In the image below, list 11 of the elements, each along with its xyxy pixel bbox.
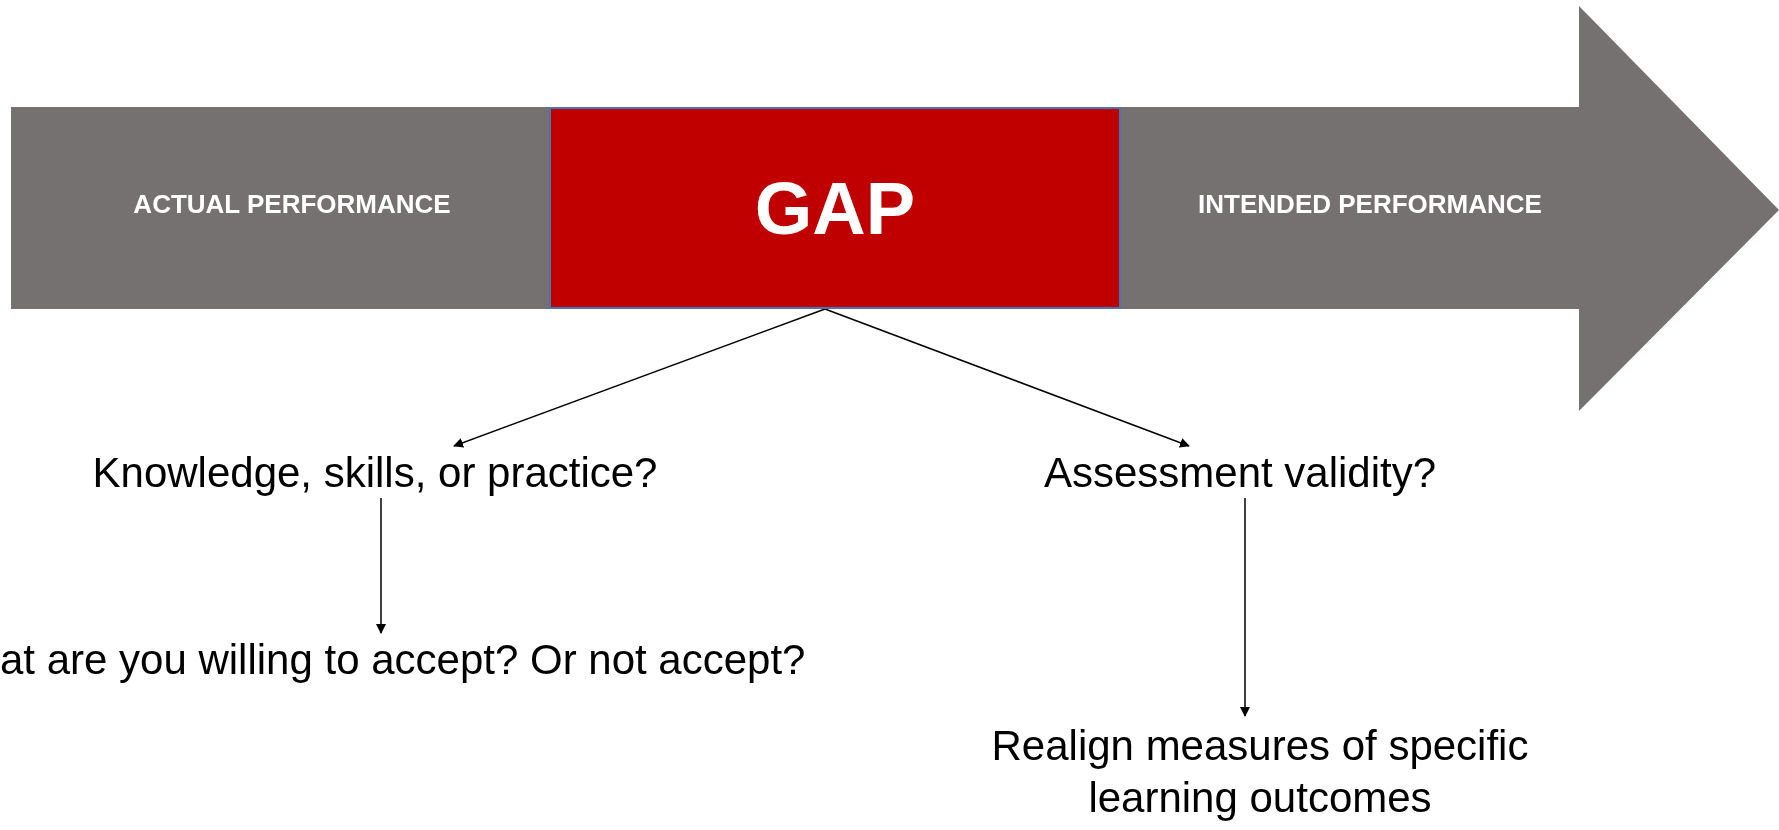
question-text: Knowledge, skills, or practice? bbox=[92, 448, 658, 498]
band-label: INTENDED PERFORMANCE bbox=[1198, 188, 1542, 220]
gap-box: GAP bbox=[549, 107, 1121, 309]
arrow bbox=[824, 308, 1190, 448]
arrow bbox=[376, 497, 386, 634]
arrow bbox=[453, 308, 826, 448]
band-label: ACTUAL PERFORMANCE bbox=[133, 188, 451, 220]
arrow bbox=[1240, 497, 1250, 717]
question-text: Realign measures of specific learning outcomes bbox=[990, 721, 1530, 823]
question-text: at are you willing to accept? Or not accept? bbox=[0, 635, 806, 685]
question-text: Assessment validity? bbox=[1043, 448, 1437, 498]
